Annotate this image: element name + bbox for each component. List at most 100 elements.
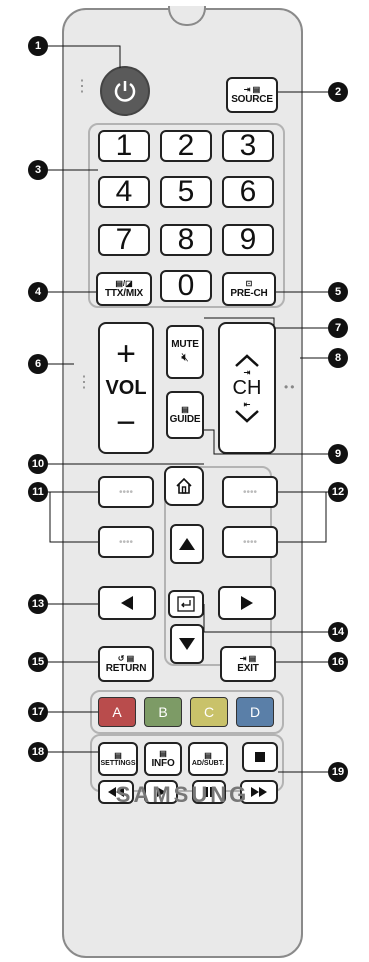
down-arrow-icon	[179, 638, 195, 650]
placeholder-label: ••••	[118, 536, 133, 548]
rewind-button[interactable]	[98, 780, 134, 804]
digit-label: 4	[115, 175, 133, 208]
digit-5-button[interactable]: 5	[160, 176, 212, 208]
color-key-d[interactable]: D	[236, 697, 274, 727]
callout-14: 14	[328, 622, 348, 642]
ttx-mix-button[interactable]: ▤/◪ TTX/MIX	[96, 272, 152, 306]
digit-label: 7	[115, 223, 133, 256]
left-button[interactable]	[98, 586, 156, 620]
digit-0-button[interactable]: 0	[160, 270, 212, 302]
play-button[interactable]	[144, 780, 178, 804]
channel-rocker[interactable]: ⇥ CH ⇤	[218, 322, 276, 454]
settings-button[interactable]: ▤ SETTINGS	[98, 742, 138, 776]
exit-button[interactable]: ⇥ ▤ EXIT	[220, 646, 276, 682]
source-label: SOURCE	[231, 94, 273, 105]
brand-logo: SAMSUNG	[115, 782, 250, 807]
color-key-c[interactable]: C	[190, 697, 228, 727]
digit-label: 5	[177, 175, 195, 208]
pre-channel-icon: ⊡	[245, 279, 253, 288]
guide-icon: ▤	[181, 405, 189, 414]
source-button[interactable]: ⇥ ▤ SOURCE	[226, 77, 278, 113]
home-button[interactable]	[164, 466, 204, 506]
digit-6-button[interactable]: 6	[222, 176, 274, 208]
home-icon	[176, 477, 192, 494]
channel-up-icon[interactable]	[234, 353, 260, 368]
right-button[interactable]	[218, 586, 276, 620]
color-key-label: C	[203, 704, 215, 720]
ad-subt-button[interactable]: ▤ AD/SUBT.	[188, 742, 228, 776]
up-arrow-icon	[179, 538, 195, 550]
digit-label: 2	[177, 129, 195, 162]
guide-button[interactable]: ▤ GUIDE	[166, 391, 204, 439]
up-button[interactable]	[170, 524, 204, 564]
power-button[interactable]	[100, 66, 150, 116]
stop-button[interactable]	[242, 742, 278, 772]
callout-7: 7	[328, 318, 348, 338]
channel-dots: ••	[284, 380, 297, 394]
return-label: RETURN	[105, 663, 147, 674]
callout-19: 19	[328, 762, 348, 782]
digit-label: 9	[239, 223, 257, 256]
volume-down[interactable]: −	[116, 403, 136, 442]
smart-button-top-right[interactable]: ••••	[222, 476, 278, 508]
info-label: INFO	[151, 758, 175, 769]
callout-15: 15	[28, 652, 48, 672]
left-arrow-icon	[121, 596, 133, 610]
pre-ch-label: PRE-CH	[230, 288, 268, 299]
ad-subt-label: AD/SUBT.	[191, 760, 225, 767]
media-group	[90, 734, 284, 792]
callout-3: 3	[28, 160, 48, 180]
pause-icon	[205, 787, 213, 797]
speaker-mute-icon: 🔇︎	[181, 350, 189, 364]
enter-icon	[177, 596, 195, 612]
digit-4-button[interactable]: 4	[98, 176, 150, 208]
digit-1-button[interactable]: 1	[98, 130, 150, 162]
color-key-label: B	[158, 704, 168, 720]
fast-forward-button[interactable]	[240, 780, 278, 804]
volume-rocker[interactable]: + VOL −	[98, 322, 154, 454]
color-key-b[interactable]: B	[144, 697, 182, 727]
pre-ch-button[interactable]: ⊡ PRE-CH	[222, 272, 276, 306]
smart-button-bottom-right[interactable]: ••••	[222, 526, 278, 558]
callout-16: 16	[328, 652, 348, 672]
channel-guide-icon: ⇤	[243, 399, 251, 409]
navigation-group	[164, 466, 272, 666]
digit-label: 0	[177, 269, 195, 302]
power-icon	[114, 81, 136, 102]
pause-button[interactable]	[192, 780, 226, 804]
color-key-a[interactable]: A	[98, 697, 136, 727]
mute-label: MUTE	[171, 339, 199, 350]
guide-label: GUIDE	[169, 414, 201, 425]
smart-button-bottom-left[interactable]: ••••	[98, 526, 154, 558]
digit-2-button[interactable]: 2	[160, 130, 212, 162]
power-dots: ⋮	[74, 78, 92, 95]
digit-label: 3	[239, 129, 257, 162]
info-button[interactable]: ▤ INFO	[144, 742, 182, 776]
callout-4: 4	[28, 282, 48, 302]
placeholder-label: ••••	[242, 536, 257, 548]
callout-6: 6	[28, 354, 48, 374]
return-button[interactable]: ↺ ▤ RETURN	[98, 646, 154, 682]
smart-button-top-left[interactable]: ••••	[98, 476, 154, 508]
callout-10: 10	[28, 454, 48, 474]
volume-dots: ⋮	[76, 374, 94, 391]
digit-3-button[interactable]: 3	[222, 130, 274, 162]
digit-8-button[interactable]: 8	[160, 224, 212, 256]
digit-label: 8	[177, 223, 195, 256]
teletext-icon: ▤/◪	[115, 279, 133, 288]
digit-label: 6	[239, 175, 257, 208]
down-button[interactable]	[170, 624, 204, 664]
channel-down-icon[interactable]	[234, 409, 260, 423]
volume-up[interactable]: +	[116, 334, 136, 373]
callout-11: 11	[28, 482, 48, 502]
right-arrow-icon	[241, 596, 253, 610]
stop-icon	[255, 752, 265, 762]
color-key-label: D	[249, 704, 261, 720]
digit-7-button[interactable]: 7	[98, 224, 150, 256]
play-icon	[157, 787, 166, 797]
digit-9-button[interactable]: 9	[222, 224, 274, 256]
enter-button[interactable]	[168, 590, 204, 618]
exit-icon: ⇥ ▤	[239, 654, 257, 663]
mute-button[interactable]: MUTE 🔇︎	[166, 325, 204, 379]
return-icon: ↺ ▤	[117, 654, 135, 663]
